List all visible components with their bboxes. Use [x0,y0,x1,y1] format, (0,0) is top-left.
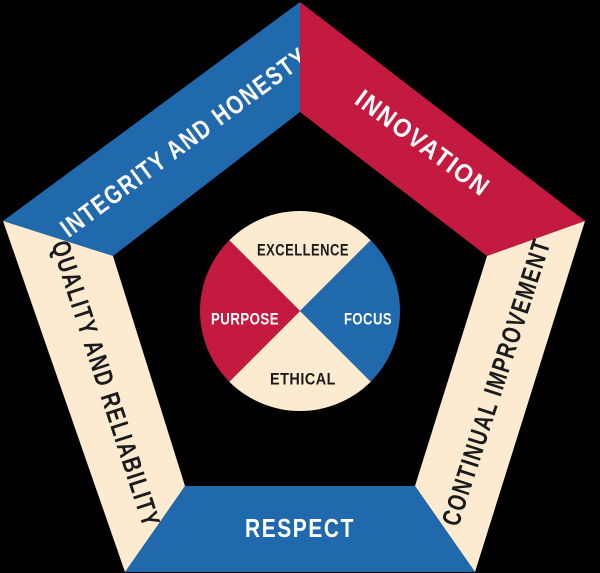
band-quality-and-reliability[interactable]: QUALITY AND RELIABILITY [3,221,185,572]
quadrant-focus-label: FOCUS [344,310,392,329]
band-innovation[interactable]: INNOVATION [300,2,585,256]
band-respect-shape [125,486,475,572]
quadrant-purpose-label: PURPOSE [211,310,279,329]
band-continual-improvement-shape [415,221,585,572]
quadrant-ethical-shape[interactable] [160,311,440,451]
quadrant-purpose-shape[interactable] [160,171,300,451]
band-integrity-and-honesty-label: INTEGRITY AND HONESTY [54,41,313,243]
center-circle: EXCELLENCE FOCUS ETHICAL PURPOSE [160,171,440,451]
quadrant-excellence-shape[interactable] [160,171,440,311]
band-respect[interactable]: RESPECT [125,486,475,572]
quadrant-focus-shape[interactable] [300,171,440,451]
band-continual-improvement[interactable]: CONTINUAL IMPROVEMENT [415,221,585,572]
quadrant-excellence-label: EXCELLENCE [257,241,349,260]
quadrant-ethical-label: ETHICAL [270,370,336,389]
band-quality-and-reliability-shape [3,221,185,572]
band-integrity-and-honesty-shape [3,2,300,256]
band-respect-label: RESPECT [245,513,355,543]
band-innovation-shape [300,2,585,256]
center-circle-quadrants [160,171,440,451]
